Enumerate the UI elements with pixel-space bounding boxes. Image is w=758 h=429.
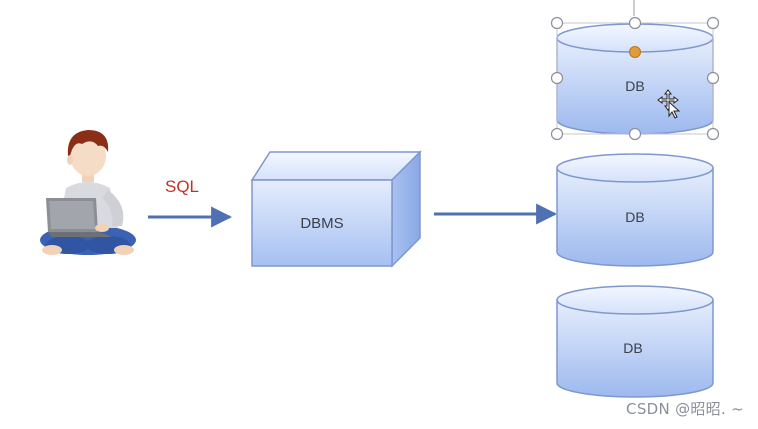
shape-adjust-handle[interactable] [629, 46, 641, 58]
person-with-laptop-icon [40, 130, 136, 255]
dbms-box: DBMS [250, 150, 422, 268]
database-cylinder-2[interactable]: DB [556, 153, 714, 267]
move-cursor-icon [657, 89, 681, 119]
resize-handle-bottom-left[interactable] [550, 127, 564, 141]
resize-handle-bottom[interactable] [628, 127, 642, 141]
resize-handle-top[interactable] [628, 16, 642, 30]
database-cylinder-3[interactable]: DB [556, 285, 714, 398]
sql-label: SQL [165, 177, 199, 196]
resize-handle-left[interactable] [550, 71, 564, 85]
resize-handle-top-left[interactable] [550, 16, 564, 30]
database-cylinder-1[interactable]: DB [556, 23, 714, 135]
resize-handle-bottom-right[interactable] [706, 127, 720, 141]
watermark: CSDN @昭昭. ~ [626, 400, 744, 418]
database-label-3: DB [623, 340, 642, 356]
dbms-label: DBMS [300, 215, 343, 232]
resize-handle-top-right[interactable] [706, 16, 720, 30]
database-label-1: DB [625, 78, 644, 94]
database-label-2: DB [625, 209, 644, 225]
resize-handle-right[interactable] [706, 71, 720, 85]
